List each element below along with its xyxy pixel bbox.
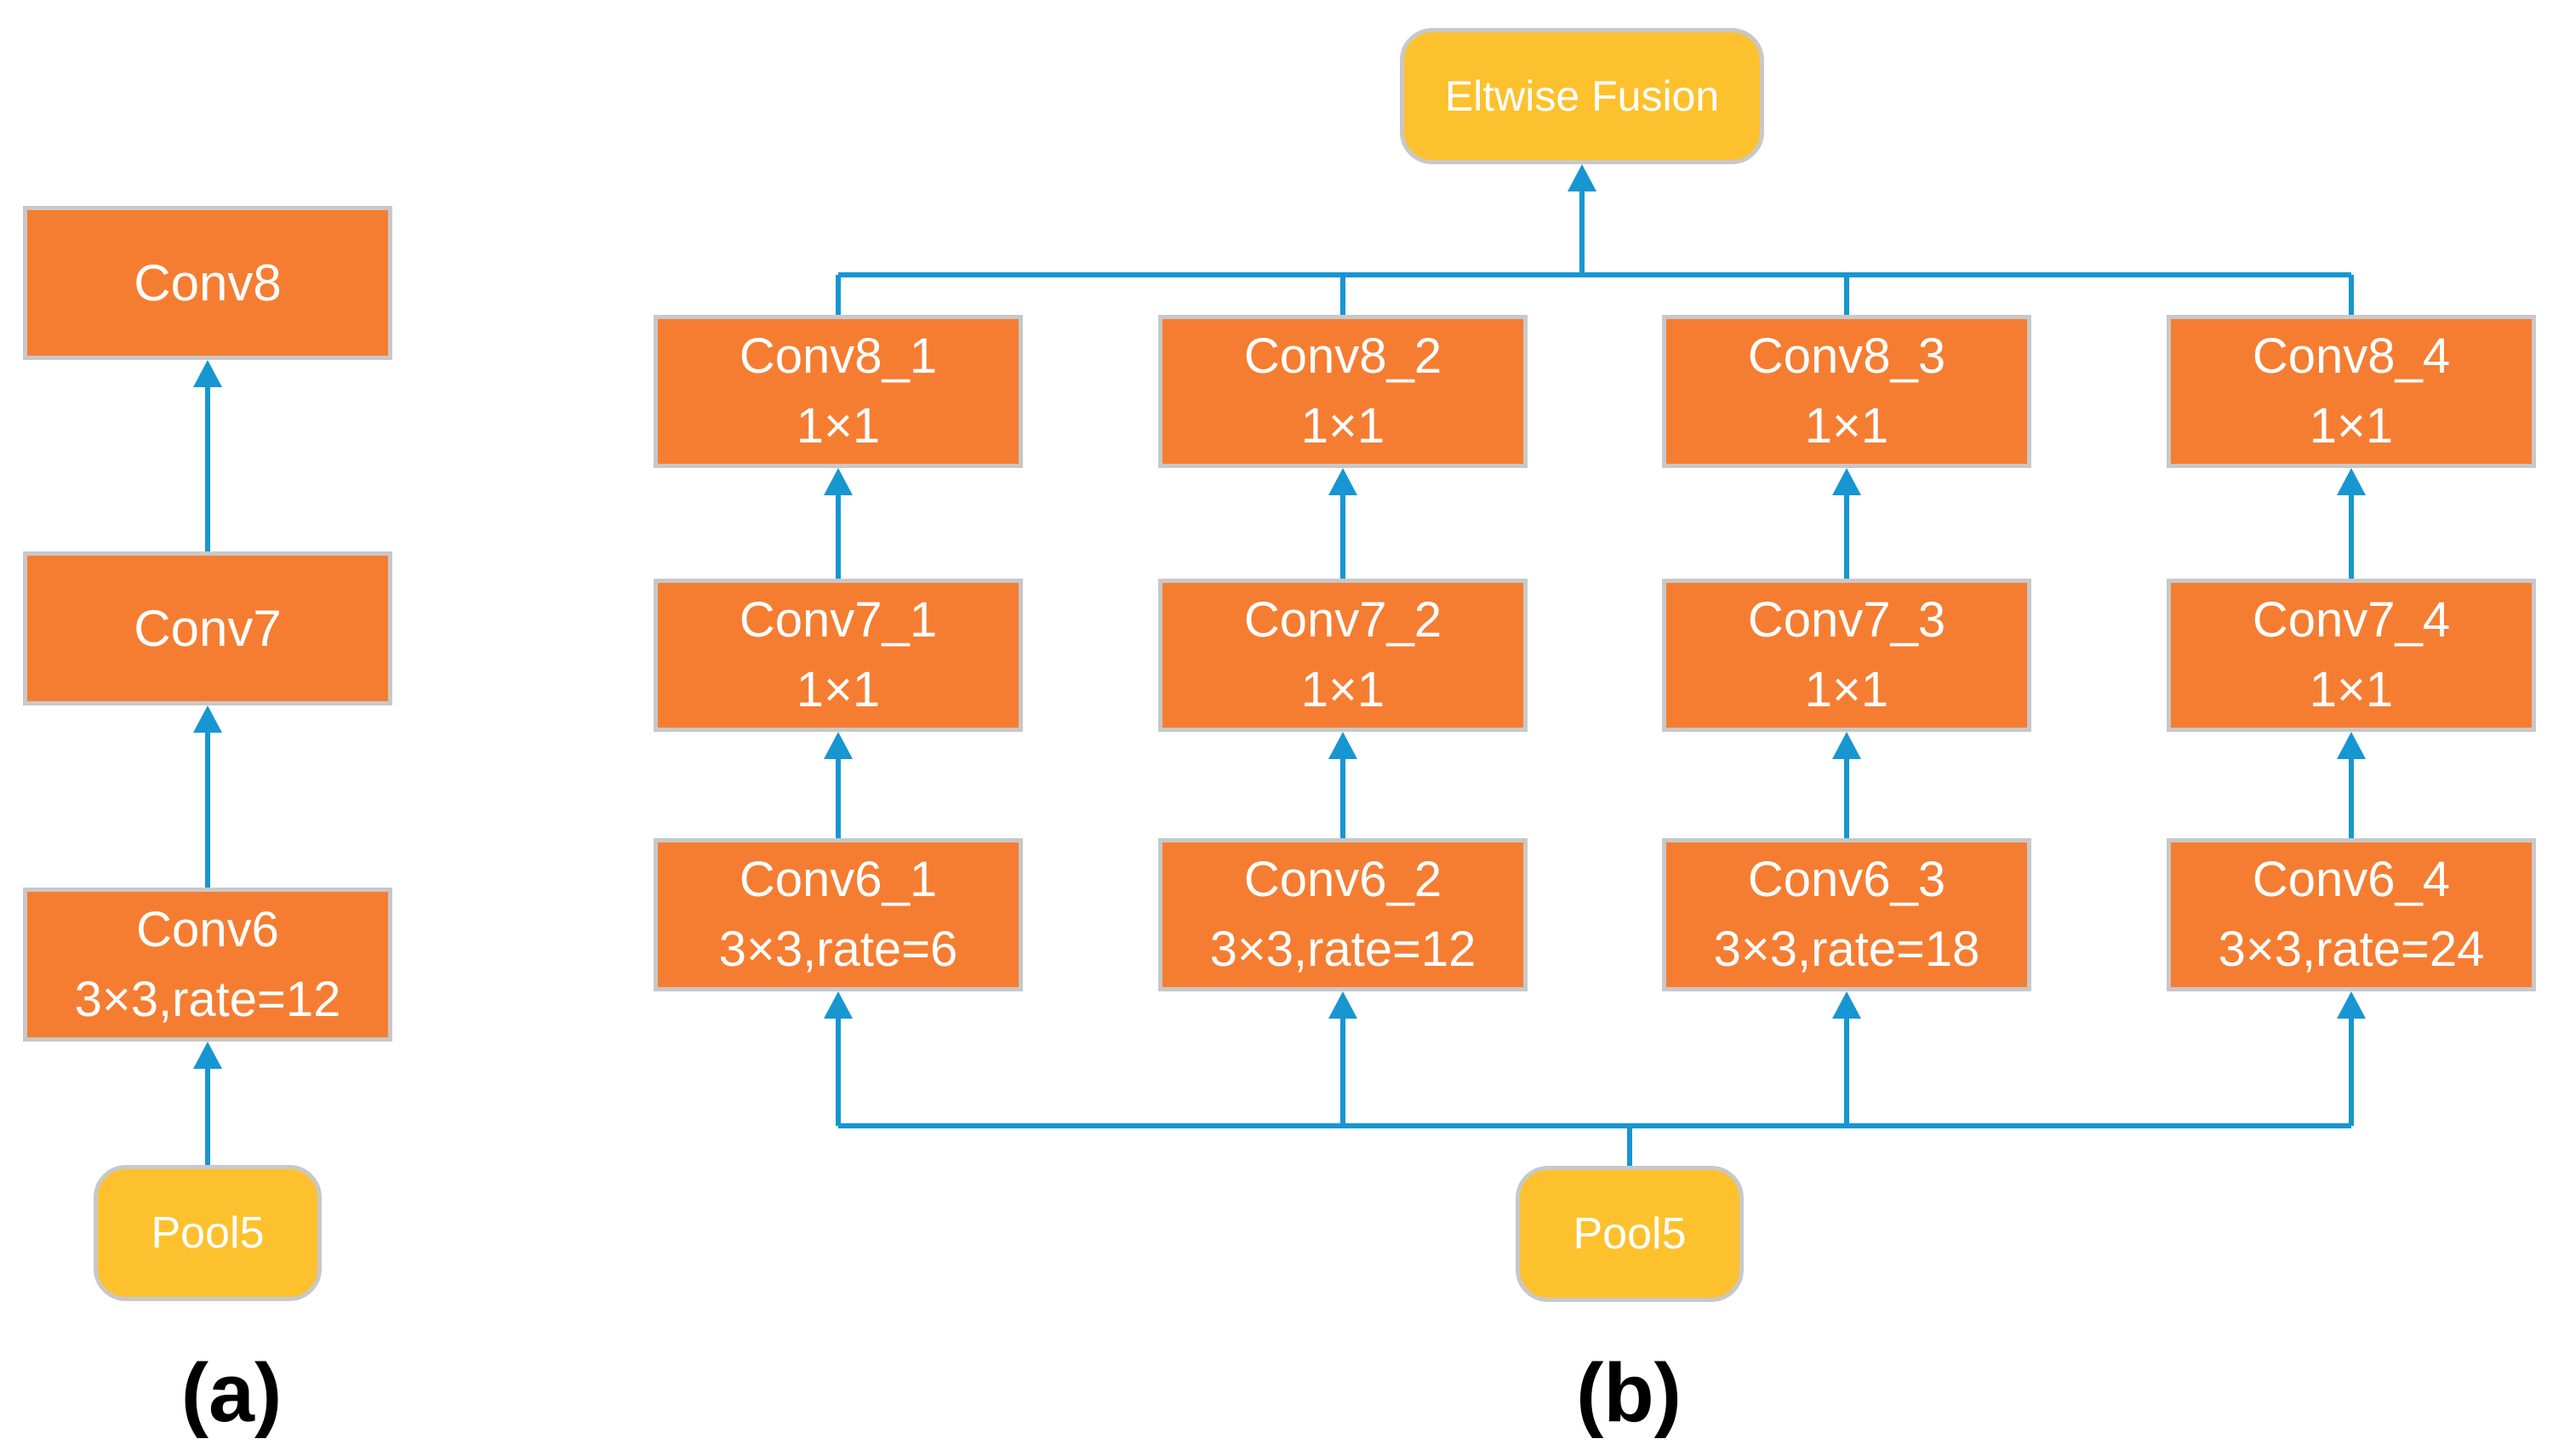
node-title: Pool5 — [1573, 1209, 1687, 1259]
node-conv6-a: Conv6 3×3,rate=12 — [23, 888, 392, 1042]
node-title: Conv6_1 — [739, 852, 938, 907]
node-title: Pool5 — [151, 1208, 265, 1258]
node-spec: 1×1 — [1300, 398, 1385, 454]
node-spec: 3×3,rate=6 — [718, 922, 958, 977]
node-spec: 1×1 — [1300, 662, 1385, 717]
node-title: Conv6_3 — [1747, 852, 1946, 907]
node-conv6-2: Conv6_2 3×3,rate=12 — [1158, 838, 1528, 991]
node-title: Conv7 — [134, 599, 282, 657]
arrowhead-fusion — [1568, 164, 1596, 191]
node-conv7-4: Conv7_4 1×1 — [2167, 579, 2536, 732]
node-title: Conv7_2 — [1243, 592, 1442, 648]
node-conv7-a: Conv7 — [23, 551, 392, 705]
node-spec: 3×3,rate=18 — [1713, 922, 1980, 977]
node-pool5-b: Pool5 — [1516, 1166, 1744, 1302]
node-conv7-1: Conv7_1 1×1 — [654, 579, 1023, 732]
node-spec: 1×1 — [1804, 662, 1889, 717]
node-spec: 3×3,rate=12 — [74, 971, 341, 1027]
node-conv7-2: Conv7_2 1×1 — [1158, 579, 1528, 732]
panel-b-label: (b) — [1576, 1346, 1682, 1439]
panel-a-label: (a) — [180, 1346, 283, 1439]
node-conv6-4: Conv6_4 3×3,rate=24 — [2167, 838, 2536, 991]
node-title: Conv8 — [134, 254, 282, 311]
node-spec: 1×1 — [2309, 398, 2394, 454]
node-spec: 3×3,rate=12 — [1209, 922, 1476, 977]
node-spec: 1×1 — [796, 398, 881, 454]
node-eltwise-fusion: Eltwise Fusion — [1400, 28, 1764, 164]
node-spec: 3×3,rate=24 — [2218, 922, 2485, 977]
node-conv8-4: Conv8_4 1×1 — [2167, 315, 2536, 468]
node-title: Conv8_2 — [1243, 328, 1442, 384]
node-spec: 1×1 — [796, 662, 881, 717]
node-conv8-2: Conv8_2 1×1 — [1158, 315, 1528, 468]
node-title: Conv7_3 — [1747, 592, 1946, 648]
node-conv8-a: Conv8 — [23, 206, 392, 360]
node-title: Conv7_4 — [2252, 592, 2451, 648]
node-title: Conv8_4 — [2252, 328, 2451, 384]
node-title: Conv6 — [136, 901, 279, 957]
node-spec: 1×1 — [1804, 398, 1889, 454]
node-title: Conv6_2 — [1243, 852, 1442, 907]
node-title: Conv6_4 — [2252, 852, 2451, 907]
node-conv8-1: Conv8_1 1×1 — [654, 315, 1023, 468]
node-conv6-1: Conv6_1 3×3,rate=6 — [654, 838, 1023, 991]
node-title: Conv8_1 — [739, 328, 938, 384]
node-title: Conv8_3 — [1747, 328, 1946, 384]
node-spec: 1×1 — [2309, 662, 2394, 717]
node-conv7-3: Conv7_3 1×1 — [1662, 579, 2031, 732]
node-conv6-3: Conv6_3 3×3,rate=18 — [1662, 838, 2031, 991]
node-title: Eltwise Fusion — [1444, 72, 1720, 120]
node-pool5-a: Pool5 — [94, 1165, 322, 1301]
node-conv8-3: Conv8_3 1×1 — [1662, 315, 2031, 468]
node-title: Conv7_1 — [739, 592, 938, 648]
